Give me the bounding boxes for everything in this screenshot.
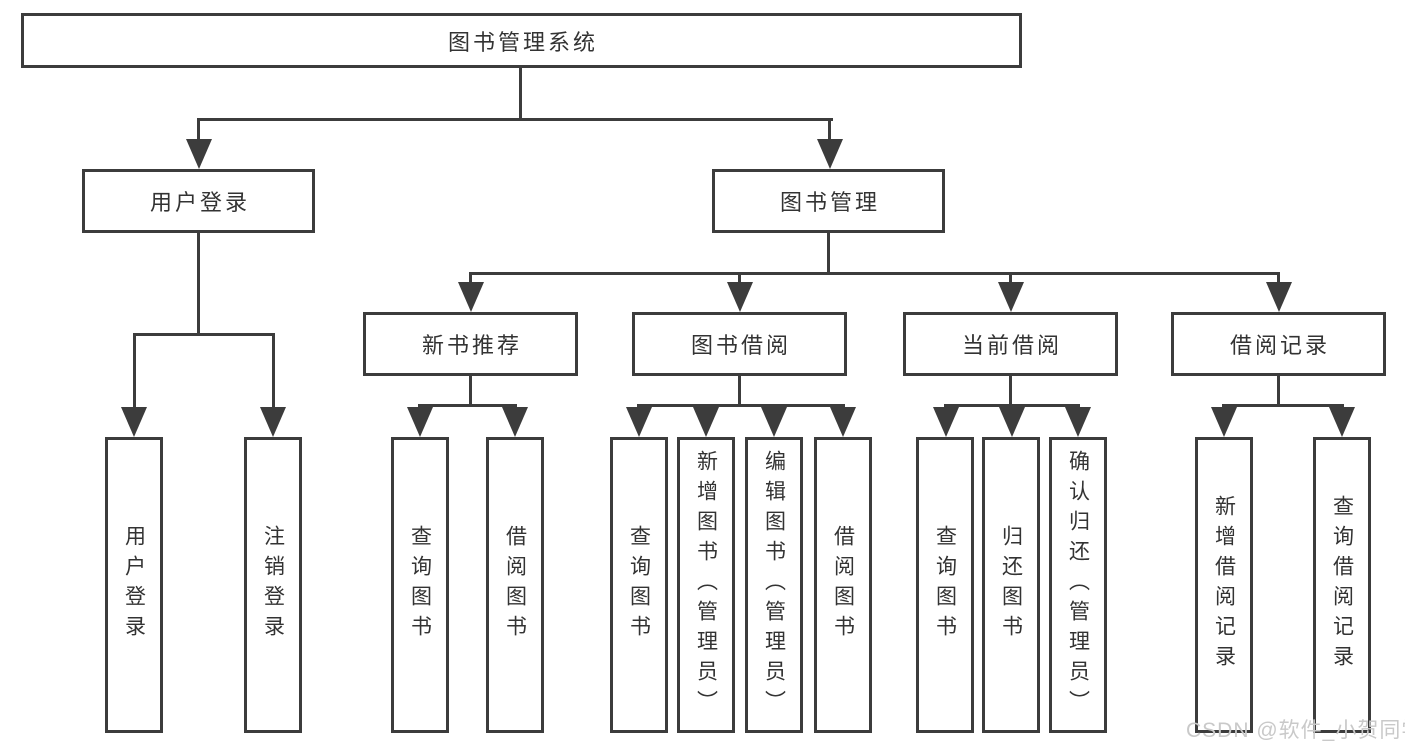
node-borrowing-search-books: 查询图书 [610, 437, 668, 733]
node-borrowing-add-books-admin: 新增图书（管理员） [677, 437, 735, 733]
node-borrowing-borrow-books: 借阅图书 [814, 437, 872, 733]
leaf-label: 查询图书 [627, 525, 651, 645]
leaf-label: 查询图书 [408, 525, 432, 645]
arrow-down-icon [817, 139, 843, 169]
connector-vline [197, 233, 200, 336]
node-current-borrowing: 当前借阅 [903, 312, 1118, 376]
connector-vline [272, 333, 275, 409]
arrow-down-icon [1211, 407, 1237, 437]
connector-vline [1009, 272, 1012, 286]
connector-vline [1277, 376, 1280, 407]
node-current-confirm-return-admin: 确认归还（管理员） [1049, 437, 1107, 733]
connector-vline [738, 376, 741, 407]
node-recommend-search-books: 查询图书 [391, 437, 449, 733]
arrow-down-icon [727, 282, 753, 312]
arrow-down-icon [1065, 407, 1091, 437]
arrow-down-icon [693, 407, 719, 437]
connector-vline [828, 118, 831, 146]
arrow-down-icon [260, 407, 286, 437]
node-records-add-borrow-record: 新增借阅记录 [1195, 437, 1253, 733]
connector-vline [738, 272, 741, 286]
arrow-down-icon [502, 407, 528, 437]
node-current-return-books: 归还图书 [982, 437, 1040, 733]
leaf-label: 归还图书 [999, 525, 1023, 645]
connector-vline [133, 333, 136, 409]
connector-hline [197, 118, 833, 121]
connector-vline [827, 233, 830, 275]
connector-hline [637, 404, 845, 407]
arrow-down-icon [761, 407, 787, 437]
watermark: CSDN @软件_小贺同学 [1186, 719, 1405, 742]
node-book-borrowing: 图书借阅 [632, 312, 847, 376]
arrow-down-icon [999, 407, 1025, 437]
leaf-label: 借阅图书 [503, 525, 527, 645]
arrow-down-icon [1266, 282, 1292, 312]
connector-vline [1277, 272, 1280, 286]
connector-vline [469, 272, 472, 286]
arrow-down-icon [626, 407, 652, 437]
node-borrowing-edit-books-admin: 编辑图书（管理员） [745, 437, 803, 733]
leaf-label: 新增图书（管理员） [694, 450, 718, 720]
leaf-label: 确认归还（管理员） [1066, 450, 1090, 720]
connector-vline [469, 376, 472, 407]
node-borrowing-records: 借阅记录 [1171, 312, 1386, 376]
leaf-label: 查询借阅记录 [1330, 495, 1354, 675]
leaf-label: 新增借阅记录 [1212, 495, 1236, 675]
leaf-label: 编辑图书（管理员） [762, 450, 786, 720]
node-records-search-borrow-record: 查询借阅记录 [1313, 437, 1371, 733]
connector-vline [197, 118, 200, 146]
connector-hline [133, 333, 275, 336]
connector-vline [1009, 376, 1012, 407]
node-login: 用户登录 [105, 437, 163, 733]
connector-hline [469, 272, 1280, 275]
node-book-management: 图书管理 [712, 169, 945, 233]
arrow-down-icon [186, 139, 212, 169]
node-new-book-recommendation: 新书推荐 [363, 312, 578, 376]
arrow-down-icon [407, 407, 433, 437]
arrow-down-icon [998, 282, 1024, 312]
arrow-down-icon [933, 407, 959, 437]
arrow-down-icon [830, 407, 856, 437]
leaf-label: 借阅图书 [831, 525, 855, 645]
connector-hline [1222, 404, 1344, 407]
node-current-search-books: 查询图书 [916, 437, 974, 733]
connector-hline [418, 404, 517, 407]
arrow-down-icon [1329, 407, 1355, 437]
connector-vline [519, 66, 522, 121]
leaf-label: 查询图书 [933, 525, 957, 645]
arrow-down-icon [458, 282, 484, 312]
leaf-label: 用户登录 [122, 525, 146, 645]
node-user-login: 用户登录 [82, 169, 315, 233]
leaf-label: 注销登录 [261, 525, 285, 645]
node-recommend-borrow-books: 借阅图书 [486, 437, 544, 733]
arrow-down-icon [121, 407, 147, 437]
node-logout: 注销登录 [244, 437, 302, 733]
node-library-system: 图书管理系统 [21, 13, 1022, 68]
